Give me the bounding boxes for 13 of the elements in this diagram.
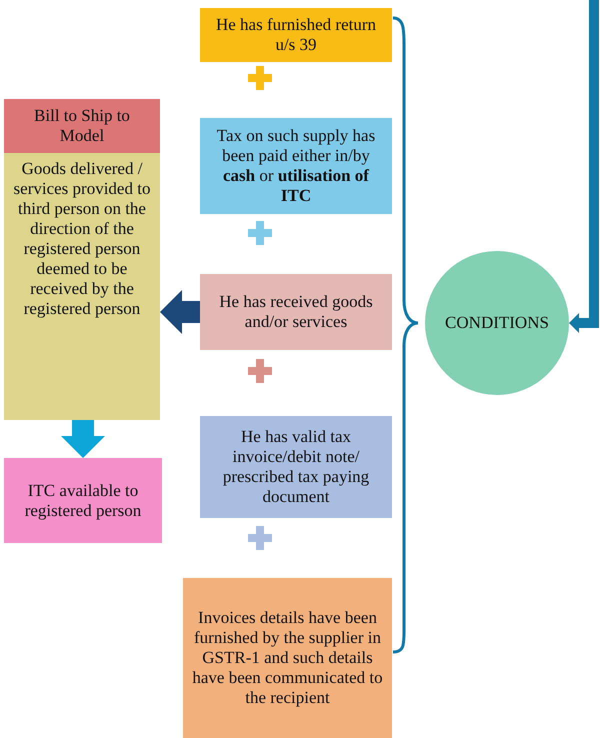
condition-box: He has received goods and/or services xyxy=(200,274,392,350)
panel-heading: Bill to Ship to Model xyxy=(4,99,160,153)
condition-box: Invoices details have been furnished by the supplier in GSTR-1 and such details have been communicated to the recipient xyxy=(183,578,392,738)
result-box: ITC available to registered person xyxy=(4,458,162,543)
arrow xyxy=(569,0,599,333)
model-panel xyxy=(4,99,160,420)
condition-box: He has valid tax invoice/debit note/ prescribed tax paying document xyxy=(200,416,392,518)
arrow xyxy=(61,420,105,458)
condition-box: Tax on such supply has been paid either in/by cash or utilisation of ITC xyxy=(200,118,392,214)
conditions-circle: CONDITIONS xyxy=(425,251,569,395)
arrow xyxy=(160,290,200,334)
condition-box: He has furnished return u/s 39 xyxy=(200,8,392,62)
body-text: Goods delivered / services provided to third person on the direction of the registered person deemed to be received by the registered person xyxy=(12,159,152,319)
